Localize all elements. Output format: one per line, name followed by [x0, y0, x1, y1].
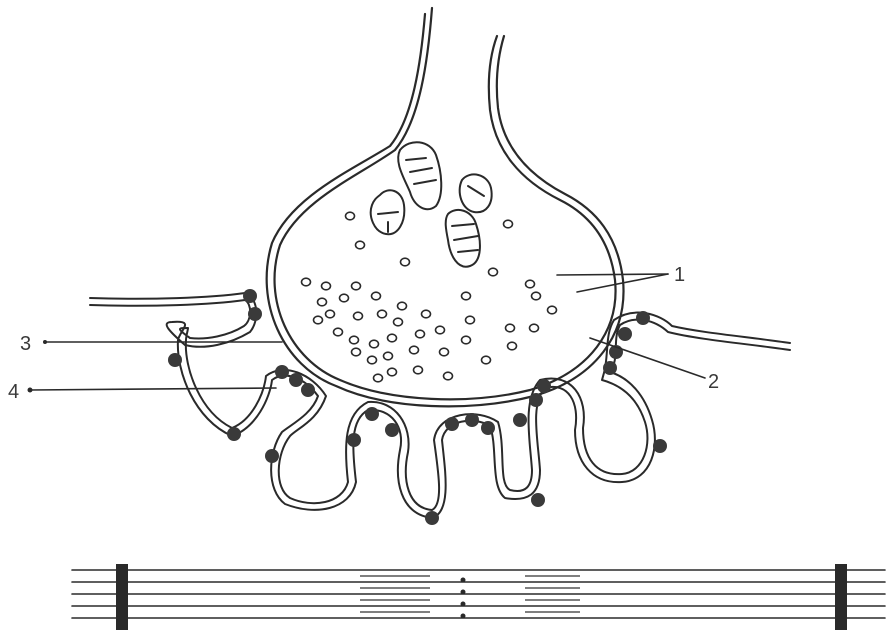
mitochondria	[371, 142, 492, 266]
z-disc-left	[116, 564, 128, 630]
vesicle	[356, 241, 365, 249]
receptor-dot	[385, 423, 399, 437]
label-2: 2	[708, 371, 719, 393]
receptor-dot	[603, 361, 617, 375]
receptor-dot	[301, 383, 315, 397]
vesicle	[340, 294, 349, 302]
vesicle	[322, 282, 331, 290]
vesicle	[388, 334, 397, 342]
receptor-dot	[347, 433, 361, 447]
receptor-dot	[636, 311, 650, 325]
vesicle	[314, 316, 323, 324]
label-4: 4	[8, 381, 19, 403]
vesicle	[416, 330, 425, 338]
receptor-dot	[275, 365, 289, 379]
vesicle	[440, 348, 449, 356]
label-1: 1	[674, 264, 685, 286]
receptor-dot	[445, 417, 459, 431]
receptor-dot	[168, 353, 182, 367]
vesicle	[398, 302, 407, 310]
vesicle	[318, 298, 327, 306]
z-disc-right	[835, 564, 847, 630]
vesicle	[462, 336, 471, 344]
receptor-dot	[425, 511, 439, 525]
receptor-dot	[653, 439, 667, 453]
vesicle	[352, 348, 361, 356]
vesicle	[326, 310, 335, 318]
vesicle	[352, 282, 361, 290]
receptor-dot	[227, 427, 241, 441]
receptor-dot	[537, 379, 551, 393]
receptor-dot	[243, 289, 257, 303]
vesicle	[368, 356, 377, 364]
vesicle	[508, 342, 517, 350]
vesicle	[334, 328, 343, 336]
receptor-dot	[289, 373, 303, 387]
vesicle	[548, 306, 557, 314]
receptor-dot	[513, 413, 527, 427]
receptor-dot	[618, 327, 632, 341]
vesicle	[489, 268, 498, 276]
vesicle	[504, 220, 513, 228]
vesicle	[354, 312, 363, 320]
vesicle	[466, 316, 475, 324]
receptor-dots	[168, 289, 667, 525]
axon-terminal	[267, 8, 624, 406]
vesicle	[388, 368, 397, 376]
vesicle	[410, 346, 419, 354]
receptor-dot	[531, 493, 545, 507]
receptor-dot	[529, 393, 543, 407]
m-line	[461, 578, 466, 619]
vesicle	[302, 278, 311, 286]
vesicle	[346, 212, 355, 220]
vesicle	[378, 310, 387, 318]
vesicle	[394, 318, 403, 326]
receptor-dot	[465, 413, 479, 427]
synaptic-vesicles	[302, 212, 557, 382]
vesicle	[506, 324, 515, 332]
myofibril	[72, 564, 885, 630]
vesicle	[532, 292, 541, 300]
receptor-dot	[248, 307, 262, 321]
vesicle	[370, 340, 379, 348]
vesicle	[374, 374, 383, 382]
vesicle	[414, 366, 423, 374]
vesicle	[526, 280, 535, 288]
vesicle	[482, 356, 491, 364]
vesicle	[372, 292, 381, 300]
label-3: 3	[20, 333, 31, 355]
vesicle	[436, 326, 445, 334]
vesicle	[444, 372, 453, 380]
receptor-dot	[265, 449, 279, 463]
receptor-dot	[365, 407, 379, 421]
vesicle	[422, 310, 431, 318]
vesicle	[530, 324, 539, 332]
vesicle	[384, 352, 393, 360]
receptor-dot	[481, 421, 495, 435]
vesicle	[401, 258, 410, 266]
vesicle	[462, 292, 471, 300]
vesicle	[350, 336, 359, 344]
